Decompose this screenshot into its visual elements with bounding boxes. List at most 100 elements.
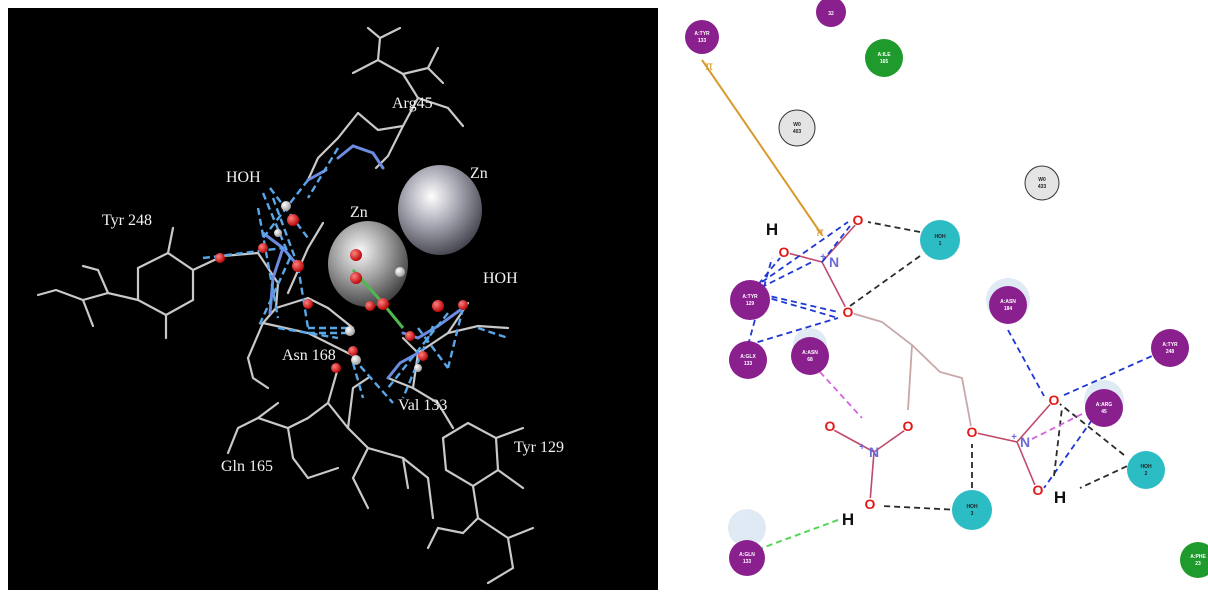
label-hoh-top: HOH [226,169,261,186]
svg-text:HOH: HOH [1140,464,1152,470]
pi-contact: π π [701,59,824,239]
label-gln165: Gln 165 [221,458,273,475]
svg-text:2: 2 [1145,471,1148,477]
svg-text:A:ILE: A:ILE [877,52,891,58]
zn-sphere-right [398,165,482,255]
oxygen-atom: O [902,418,914,434]
nitrogen-atoms: N+ N+ N+ [820,252,1030,460]
interaction-2d-diagram: π π [662,0,1208,596]
hydrogen-atom: H [1054,488,1066,507]
oxygen-atom: O [778,244,790,260]
protein-3d-view: Arg45 HOH Zn Zn Tyr 248 HOH Asn 168 Val … [8,8,658,590]
svg-text:A:GLX: A:GLX [740,354,756,360]
svg-text:A:ASN: A:ASN [1000,299,1016,305]
svg-text:129: 129 [746,301,755,307]
oxygen-atoms: O O O O O O O O O [778,212,1060,512]
svg-text:W0: W0 [793,122,801,128]
label-zn-right: Zn [470,165,488,182]
atoms-3d [215,201,468,373]
residue-w433: W0 433 [1024,165,1060,201]
residue-phe23: A:PHE 23 [1180,542,1208,578]
svg-text:O: O [853,212,864,228]
svg-text:433: 433 [1038,184,1047,190]
stick-skeleton [36,26,535,585]
residue-asn184: A:ASN 184 [989,286,1027,324]
svg-text:W0: W0 [1038,177,1046,183]
residue-gln133: A:GLN 133 [729,540,765,576]
svg-text:68: 68 [807,357,813,363]
residue-arg45: A:ARG 45 [1085,389,1123,427]
hydrogen-atom: H [842,510,854,529]
svg-text:O: O [779,244,790,260]
svg-text:O: O [1033,482,1044,498]
svg-text:3: 3 [971,511,974,517]
svg-text:133: 133 [743,559,752,565]
label-val133: Val 133 [398,397,447,414]
ligand-nitro-bonds [783,221,1055,503]
svg-text:165: 165 [880,59,889,65]
oxygen-atom: O [824,418,836,434]
svg-text:1: 1 [939,241,942,247]
residue-hoh3: HOH 3 [952,490,992,530]
svg-text:A:ARG: A:ARG [1096,402,1112,408]
svg-text:32: 32 [828,11,834,17]
svg-text:+: + [820,252,826,263]
protein-3d-svg: Arg45 HOH Zn Zn Tyr 248 HOH Asn 168 Val … [36,26,564,585]
svg-text:+: + [1011,432,1017,443]
svg-text:133: 133 [744,361,753,367]
residue-tyr129: A:TYR 129 [730,280,770,320]
oxygen-atom: O [864,496,876,512]
label-asn168: Asn 168 [282,347,336,364]
label-arg45: Arg45 [392,95,433,112]
svg-text:23: 23 [1195,561,1201,567]
svg-text:N: N [869,444,879,460]
svg-text:A:TYR: A:TYR [1162,342,1178,348]
svg-text:π: π [705,59,713,73]
nitrogen-atom: N+ [820,252,839,270]
svg-text:184: 184 [1004,306,1013,312]
residue-tyr133: A:TYR 133 [685,20,719,54]
oxygen-atom: O [852,212,864,228]
svg-text:HOH: HOH [966,504,978,510]
svg-text:N: N [829,254,839,270]
svg-text:π: π [816,225,824,239]
residue-tyr248: A:TYR 248 [1151,329,1189,367]
label-hoh-right: HOH [483,270,518,287]
residue-hoh2: HOH 2 [1127,451,1165,489]
hbonds-pink [819,371,1083,441]
svg-text:45: 45 [1101,409,1107,415]
hydrogen-atoms: H H H [766,220,1066,529]
svg-text:O: O [825,418,836,434]
nitrogen-atom: N+ [1011,432,1030,450]
svg-text:A:TYR: A:TYR [742,294,758,300]
residue-top-32: 32 [816,0,846,27]
svg-text:O: O [865,496,876,512]
svg-text:O: O [843,304,854,320]
svg-text:O: O [903,418,914,434]
label-tyr248: Tyr 248 [102,212,152,229]
svg-text:N: N [1020,434,1030,450]
svg-text:133: 133 [698,38,707,44]
residue-asn68: A:ASN 68 [791,337,829,375]
residue-ile165: A:ILE 165 [865,39,903,77]
hbonds-water [849,221,1137,511]
oxygen-atom: O [1032,482,1044,498]
oxygen-atom: O [1048,392,1060,408]
svg-text:248: 248 [1166,349,1175,355]
svg-text:HOH: HOH [934,234,946,240]
svg-text:A:TYR: A:TYR [694,31,710,37]
label-zn-center: Zn [350,204,368,221]
svg-text:403: 403 [793,129,802,135]
nitrogen-atom: N+ [859,442,879,460]
svg-text:+: + [859,442,865,453]
hydrogen-atom: H [766,220,778,239]
oxygen-atom: O [842,304,854,320]
hbond-green [761,519,839,549]
svg-text:A:PHE: A:PHE [1190,554,1206,560]
residue-glx133: A:GLX 133 [729,341,767,379]
svg-text:A:GLN: A:GLN [739,552,755,558]
svg-text:A:ASN: A:ASN [802,350,818,356]
svg-text:O: O [1049,392,1060,408]
residue-w403: W0 403 [778,109,816,147]
residue-hoh1: HOH 1 [920,220,960,260]
